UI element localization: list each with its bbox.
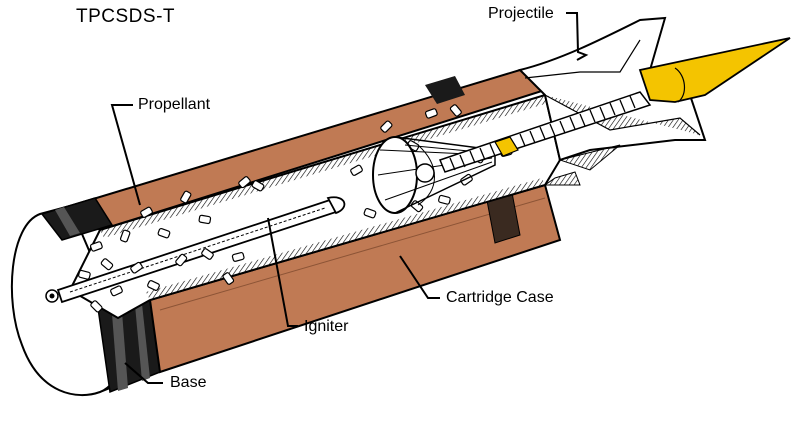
leader-base (124, 362, 163, 384)
label-propellant: Propellant (138, 96, 211, 113)
projectile-body (438, 16, 791, 186)
label-base: Base (170, 374, 207, 391)
fin-assembly (372, 136, 496, 214)
leader-cartridge-case (399, 255, 440, 299)
leader-igniter (267, 217, 298, 327)
igniter-tube (56, 196, 346, 304)
leader-propellant (110, 104, 141, 206)
label-igniter: Igniter (304, 318, 349, 335)
leader-lines (110, 12, 589, 384)
label-cartridge-case: Cartridge Case (446, 289, 554, 306)
label-projectile: Projectile (488, 5, 554, 22)
leader-projectile (566, 12, 589, 61)
diagram-title: TPCSDS-T (76, 6, 175, 27)
